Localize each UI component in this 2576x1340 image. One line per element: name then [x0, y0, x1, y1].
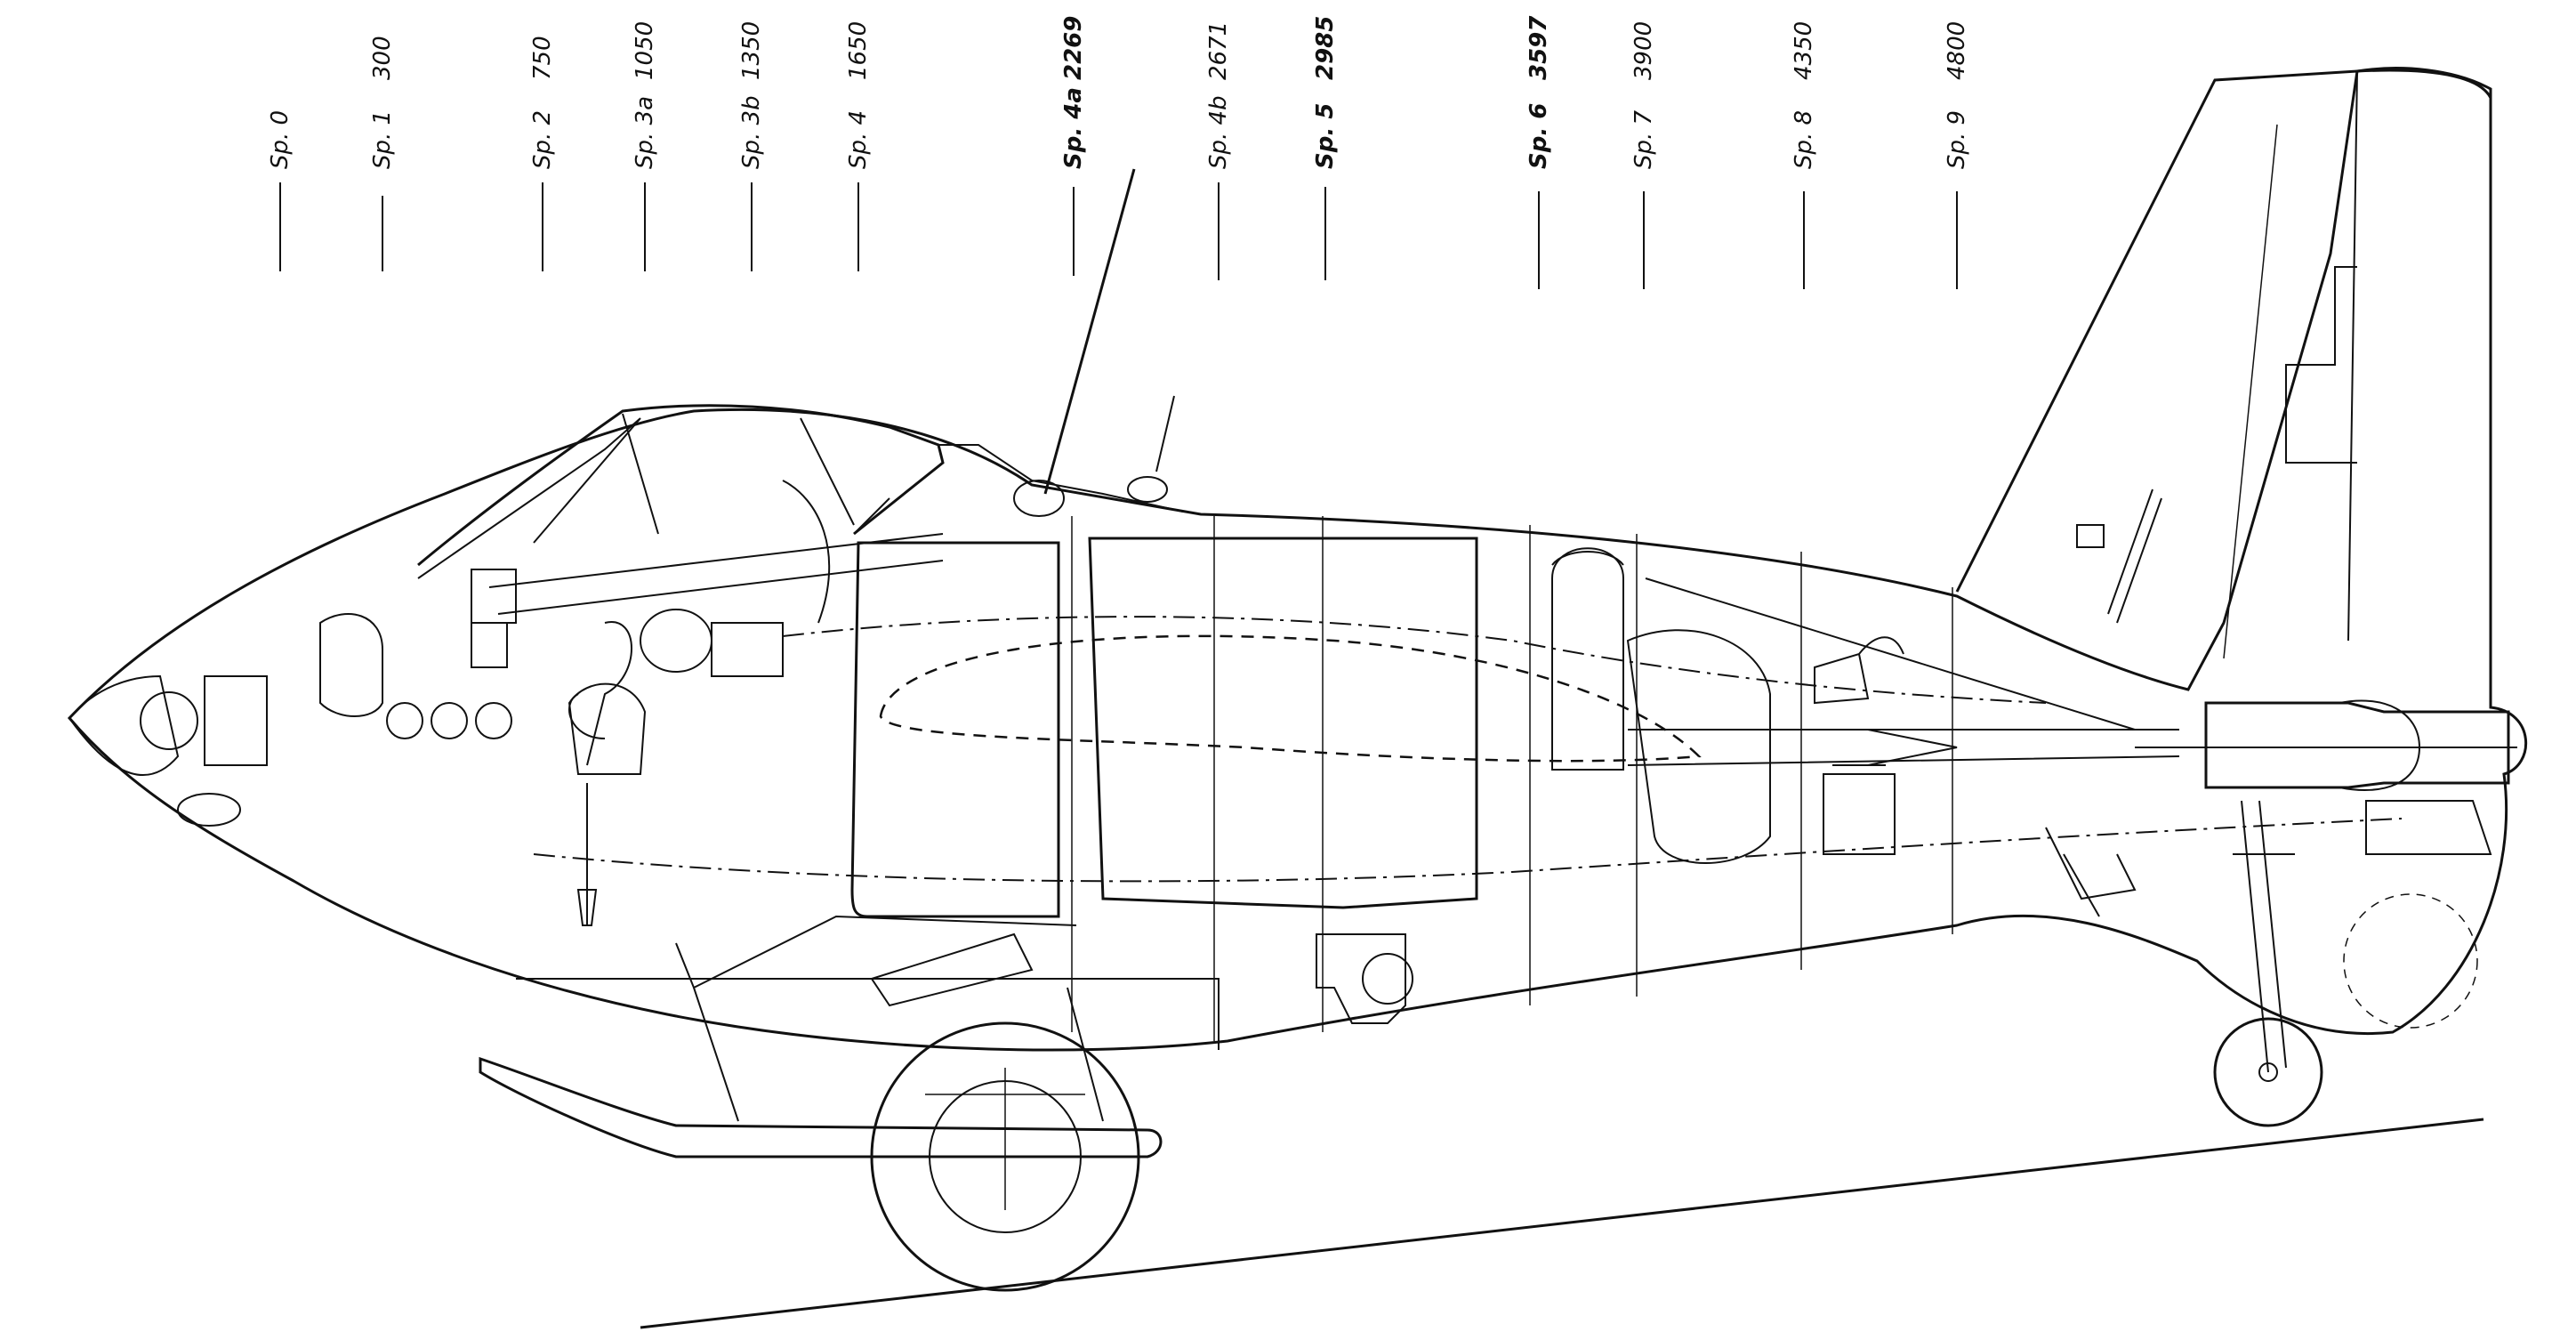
turbine-pump	[1814, 636, 1904, 705]
station-name: Sp. 3b	[738, 95, 765, 169]
wing-root-airfoil	[879, 634, 1702, 763]
station-name: Sp. 4a	[1060, 87, 1087, 169]
station-distance: 1050	[632, 21, 658, 80]
nose-battery	[204, 675, 268, 766]
radio-box-2	[471, 622, 508, 668]
station-marker: Sp. 7 3900	[1630, 21, 1657, 289]
station-distance: 4350	[1791, 21, 1817, 80]
ventral-bay-circle	[1362, 953, 1413, 1005]
station-name: Sp. 2	[529, 110, 556, 169]
gunsight-box	[711, 622, 784, 677]
tank-top-ring	[1551, 551, 1624, 566]
retract-jack	[2045, 827, 2137, 917]
station-distance: 1650	[845, 21, 872, 80]
fin-inspection-panel	[2076, 524, 2105, 548]
station-distance: 2269	[1060, 16, 1087, 80]
station-distance: 300	[369, 36, 396, 80]
ground-line	[640, 1118, 2484, 1329]
station-distance: 3900	[1630, 21, 1657, 80]
station-name: Sp. 0	[267, 110, 294, 169]
station-marker: Sp. 6 3597	[1525, 15, 1552, 289]
dolly-wheel	[870, 1021, 1140, 1292]
nozzle-lower	[2365, 800, 2492, 855]
vertical-fin	[1955, 69, 2492, 707]
station-marker: Sp. 3a 1050	[632, 21, 658, 271]
skid-frame	[516, 915, 1220, 1122]
canopy-frame	[417, 404, 945, 567]
station-distance: 1350	[738, 21, 765, 80]
steam-generator	[1626, 629, 1771, 864]
station-marker: Sp. 8 4350	[1791, 21, 1817, 289]
station-name: Sp. 4	[845, 110, 872, 169]
station-marker: Sp. 2 750	[529, 36, 556, 271]
rear-canopy-fairing	[938, 444, 1184, 513]
motor-chamber	[2339, 699, 2421, 791]
fuel-tank-main	[1088, 537, 1478, 909]
tail-wheel	[2213, 1017, 2323, 1127]
fuel-tank-forward	[850, 541, 1060, 918]
fuselage-outline	[67, 67, 2528, 1052]
radio-box-1	[471, 569, 517, 624]
ventral-bay	[1316, 933, 1406, 1024]
oxygen-bottle	[319, 613, 383, 717]
station-distance: 3597	[1525, 15, 1552, 80]
instrument-3	[475, 702, 512, 739]
pipe-cone	[1867, 729, 1958, 766]
station-name: Sp. 6	[1525, 103, 1552, 169]
nose-skid	[177, 793, 241, 827]
compass-housing	[640, 609, 712, 673]
station-name: Sp. 5	[1312, 103, 1339, 169]
seat-back	[782, 480, 890, 624]
rudder-hinge	[2285, 70, 2358, 642]
antenna-base	[1013, 480, 1065, 517]
station-name: Sp. 7	[1630, 109, 1657, 169]
rocket-motor-housing	[2204, 701, 2510, 789]
control-cable	[1645, 577, 2136, 731]
instrument-2	[431, 702, 468, 739]
tail-wheel-strut	[2233, 800, 2295, 1073]
pedal-tip	[576, 889, 598, 926]
antenna-mast	[1043, 168, 1136, 495]
nose-cone	[68, 674, 180, 776]
windscreen	[417, 413, 855, 579]
station-distance: 2985	[1312, 16, 1339, 80]
nose-hub	[140, 691, 198, 750]
antenna-short	[1155, 395, 1175, 472]
landing-skid	[479, 1056, 1163, 1158]
station-marker: Sp. 3b 1350	[738, 21, 765, 271]
pilot-seat	[568, 682, 647, 775]
rudder-actuator	[2107, 488, 2162, 624]
wing-lower-line	[533, 818, 2403, 883]
combustion-feed-pipe	[1627, 729, 2180, 766]
fin-spar	[2223, 124, 2278, 659]
station-marker: Sp. 1 300	[369, 36, 396, 271]
station-distance: 2671	[1205, 21, 1232, 80]
station-name: Sp. 8	[1791, 110, 1817, 169]
station-name: Sp. 9	[1944, 110, 1970, 169]
tank-t-stoff	[1551, 547, 1624, 771]
station-name: Sp. 4b	[1205, 95, 1232, 169]
station-distance: 750	[529, 36, 556, 80]
station-marker: Sp. 4 1650	[845, 21, 872, 271]
instrument-1	[386, 702, 423, 739]
station-name: Sp. 3a	[632, 96, 658, 169]
station-marker: Sp. 4b 2671	[1205, 21, 1232, 280]
antenna-base-2	[1127, 476, 1168, 503]
skid-oleo	[870, 932, 1034, 1007]
station-marker: Sp. 4a 2269	[1060, 16, 1087, 276]
tail-wheel-retracted	[2343, 893, 2478, 1029]
station-marker: Sp. 5 2985	[1312, 16, 1339, 280]
station-marker: Sp. 9 4800	[1944, 21, 1970, 289]
cockpit-floor	[488, 533, 944, 615]
pump-lower	[1823, 764, 1896, 855]
station-name: Sp. 1	[369, 110, 396, 169]
station-distance: 4800	[1944, 21, 1970, 80]
station-marker: Sp. 0	[267, 110, 294, 271]
wing-chord-line	[782, 616, 2047, 704]
